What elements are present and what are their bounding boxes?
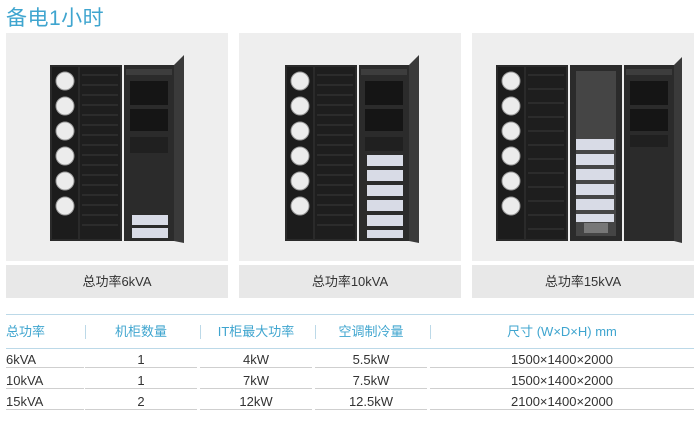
table-row: 15kVA 2 12kW 12.5kW 2100×1400×2000 [6, 391, 694, 412]
cell-cooling: 5.5kW [315, 351, 427, 368]
table-row: 6kVA 1 4kW 5.5kW 1500×1400×2000 [6, 349, 694, 370]
cell-total-power: 6kVA [6, 351, 84, 368]
col-header-dimensions: 尺寸 (W×D×H) mm [507, 324, 617, 339]
cell-cooling: 12.5kW [315, 393, 427, 410]
page-title: 备电1小时 [6, 7, 105, 30]
cabinet-card-15kva[interactable]: 总功率15kVA [472, 33, 694, 298]
divider [430, 325, 431, 339]
card-caption: 总功率10kVA [239, 265, 461, 298]
cabinet-illustration [285, 55, 419, 243]
divider [315, 325, 316, 339]
cabinet-image [239, 33, 461, 261]
card-caption: 总功率15kVA [472, 265, 694, 298]
col-header-cooling: 空调制冷量 [338, 324, 404, 339]
col-header-cabinet-count: 机柜数量 [114, 324, 167, 339]
cell-total-power: 10kVA [6, 372, 84, 389]
cabinet-gallery: 总功率6kVA [6, 33, 694, 298]
cabinet-image [472, 33, 694, 261]
cabinet-card-6kva[interactable]: 总功率6kVA [6, 33, 228, 298]
cell-cabinet-count: 1 [85, 351, 197, 368]
cell-cooling: 7.5kW [315, 372, 427, 389]
col-header-it-max-power: IT柜最大功率 [217, 324, 295, 339]
cell-it-max-power: 7kW [200, 372, 312, 389]
cell-it-max-power: 12kW [200, 393, 312, 410]
cabinet-illustration [50, 55, 184, 243]
cell-cabinet-count: 1 [85, 372, 197, 389]
card-caption: 总功率6kVA [6, 265, 228, 298]
cell-dimensions: 1500×1400×2000 [430, 372, 694, 389]
divider [200, 325, 201, 339]
divider [85, 325, 86, 339]
cell-dimensions: 1500×1400×2000 [430, 351, 694, 368]
cell-dimensions: 2100×1400×2000 [430, 393, 694, 410]
table-header: 总功率 机柜数量 IT柜最大功率 空调制冷量 尺寸 (W×D×H) mm [6, 314, 694, 349]
spec-table: 总功率 机柜数量 IT柜最大功率 空调制冷量 尺寸 (W×D×H) mm 6kV… [6, 314, 694, 412]
cell-it-max-power: 4kW [200, 351, 312, 368]
cabinet-image [6, 33, 228, 261]
col-header-total-power: 总功率 [6, 324, 46, 339]
cell-total-power: 15kVA [6, 393, 84, 410]
cabinet-illustration [496, 57, 682, 243]
table-row: 10kVA 1 7kW 7.5kW 1500×1400×2000 [6, 370, 694, 391]
cell-cabinet-count: 2 [85, 393, 197, 410]
cabinet-card-10kva[interactable]: 总功率10kVA [239, 33, 461, 298]
